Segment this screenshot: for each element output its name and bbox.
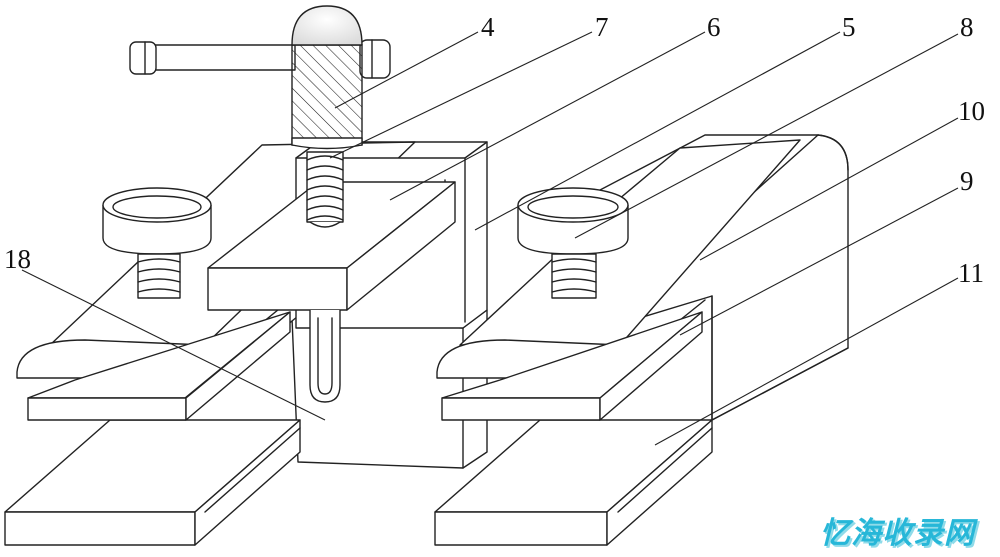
label-11: 11 [958, 258, 984, 288]
leader-11 [654, 277, 959, 446]
label-5: 5 [842, 12, 856, 42]
label-8: 8 [960, 12, 974, 42]
center-screw-thread [306, 151, 344, 228]
left-pressure-pad [102, 187, 212, 299]
right-lower-jaw [441, 311, 703, 421]
left-lower-jaw [27, 311, 291, 421]
label-10: 10 [958, 96, 985, 126]
leader-8 [574, 33, 959, 239]
leader-10 [699, 117, 959, 261]
watermark: 忆海收录网 忆海收录网 [820, 516, 980, 553]
leader-6 [389, 31, 706, 201]
t-handle-knob [129, 5, 391, 150]
label-6: 6 [707, 12, 721, 42]
callout-labels: 4 7 6 5 8 10 9 11 18 [4, 12, 985, 288]
leader-7 [329, 31, 593, 159]
right-foot-rail [434, 419, 713, 546]
watermark-shadow: 忆海收录网 [822, 518, 980, 553]
label-7: 7 [595, 12, 609, 42]
left-foot-rail [4, 419, 301, 546]
label-9: 9 [960, 166, 974, 196]
u-guide-rod [309, 310, 341, 403]
right-pressure-pad [517, 187, 629, 299]
leader-18 [21, 269, 326, 421]
leader-lines [21, 31, 959, 446]
label-18: 18 [4, 244, 31, 274]
leader-5 [474, 31, 841, 231]
leader-9 [679, 187, 959, 336]
label-4: 4 [481, 12, 495, 42]
leader-4 [334, 31, 479, 109]
watermark-text: 忆海收录网 [820, 516, 978, 551]
